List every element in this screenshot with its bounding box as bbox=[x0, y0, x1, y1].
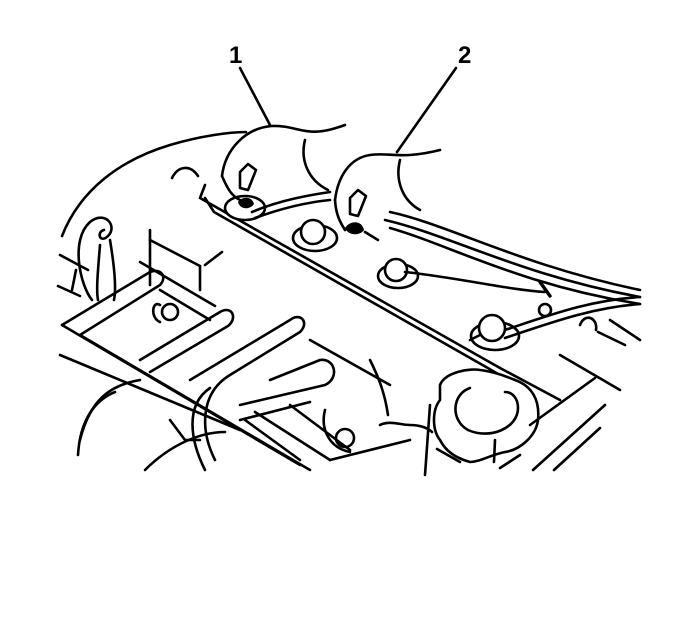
leader-line-2 bbox=[395, 66, 458, 154]
callout-label-2: 2 bbox=[458, 42, 472, 69]
spark-plug-boots bbox=[223, 194, 521, 352]
leader-line-1 bbox=[238, 66, 272, 127]
cam-cover bbox=[60, 130, 562, 417]
dipstick-hook bbox=[56, 216, 117, 302]
right-hand bbox=[333, 148, 442, 242]
right-edge-lines bbox=[468, 318, 642, 392]
callout-label-1: 1 bbox=[229, 42, 243, 69]
left-hand bbox=[220, 123, 347, 220]
spark-plug-wires bbox=[383, 210, 642, 347]
oil-filler-cap bbox=[328, 368, 607, 477]
coolant-tubes bbox=[58, 269, 356, 472]
